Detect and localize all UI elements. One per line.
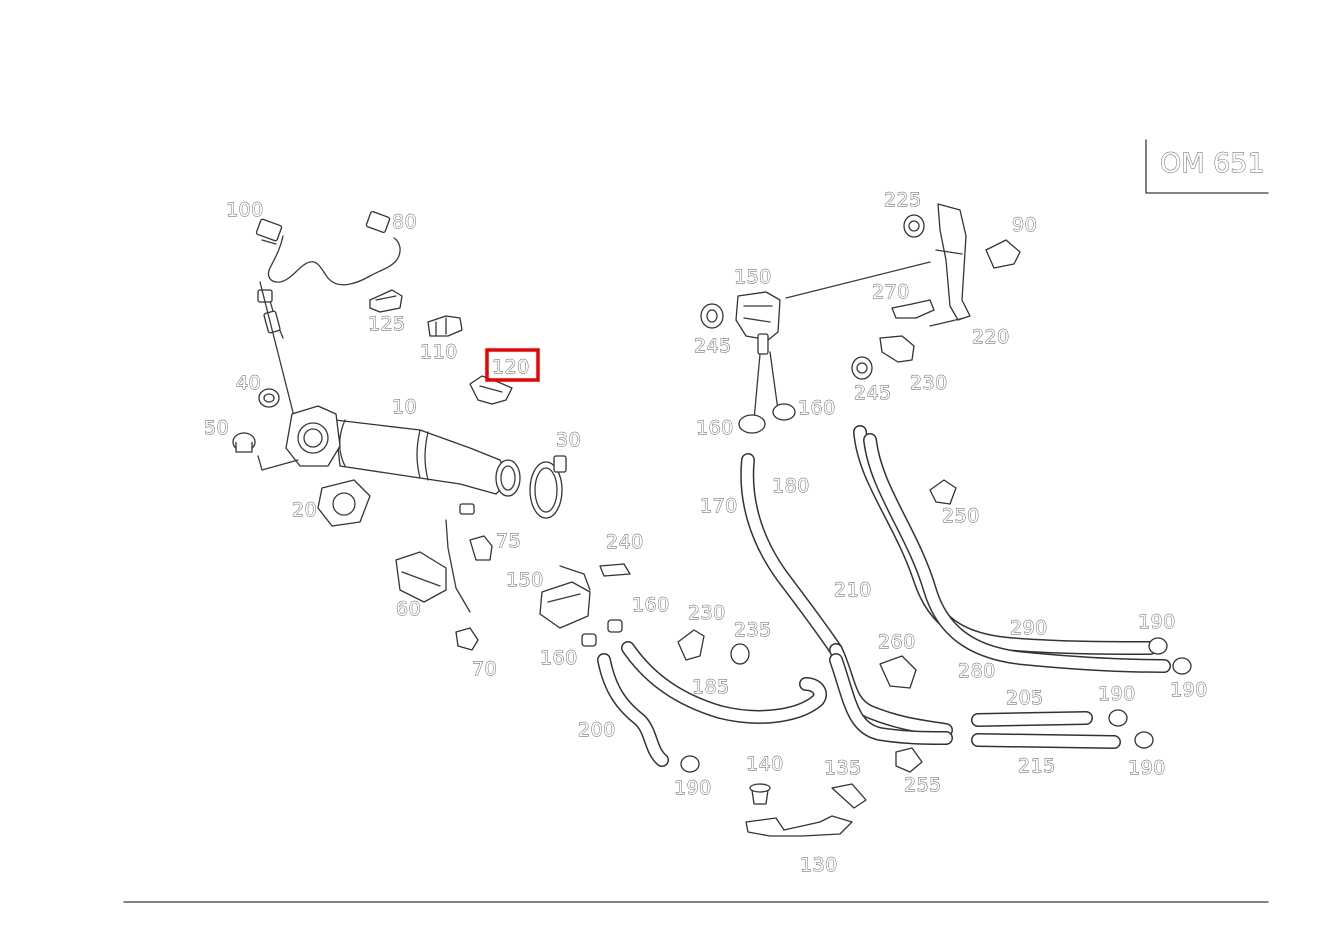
callout-200[interactable]: 200 — [578, 719, 616, 742]
callout-190-b[interactable]: 190 — [1170, 679, 1208, 702]
callout-205[interactable]: 205 — [1006, 687, 1044, 710]
part-90-connector[interactable] — [985, 239, 1021, 269]
callout-270[interactable]: 270 — [872, 281, 910, 304]
callout-260[interactable]: 260 — [878, 631, 916, 654]
callout-70[interactable]: 70 — [472, 658, 498, 681]
part-150-pressure-sensor-top[interactable] — [735, 261, 931, 421]
callout-235[interactable]: 235 — [734, 619, 772, 642]
part-230-holder-lower[interactable] — [677, 629, 705, 661]
part-255-clip[interactable] — [895, 747, 923, 773]
part-10-exhaust-pipe[interactable] — [334, 419, 521, 497]
callout-280[interactable]: 280 — [958, 660, 996, 683]
part-210-hose[interactable] — [829, 643, 953, 745]
part-185-hose[interactable] — [621, 641, 827, 724]
part-260-clip[interactable] — [879, 655, 917, 689]
model-code-box: OM 651 — [1145, 139, 1269, 194]
part-200-hose[interactable] — [597, 653, 669, 767]
callout-245-top[interactable]: 245 — [694, 335, 732, 358]
callout-60[interactable]: 60 — [396, 598, 422, 621]
part-190-clamps[interactable] — [680, 637, 1192, 773]
callout-170[interactable]: 170 — [700, 495, 738, 518]
part-110-clip[interactable] — [427, 315, 463, 337]
callout-160-lower-left[interactable]: 160 — [540, 647, 578, 670]
part-120-bracket[interactable] — [469, 375, 513, 405]
part-205-hose[interactable] — [971, 711, 1093, 727]
callout-240[interactable]: 240 — [606, 531, 644, 554]
part-245-nut-right[interactable] — [851, 356, 873, 380]
part-220-bracket[interactable] — [929, 203, 971, 327]
part-160-clamps-lower[interactable] — [581, 619, 623, 647]
part-140-bolt[interactable] — [749, 783, 771, 805]
callout-210[interactable]: 210 — [834, 579, 872, 602]
callout-190-e[interactable]: 190 — [674, 777, 712, 800]
callout-110[interactable]: 110 — [420, 341, 458, 364]
callout-30[interactable]: 30 — [556, 429, 582, 452]
part-215-hose[interactable] — [971, 733, 1121, 749]
part-240-bolt[interactable] — [599, 563, 631, 577]
highlight-box — [485, 348, 540, 382]
part-100-connector[interactable] — [255, 218, 283, 245]
callout-190-d[interactable]: 190 — [1128, 757, 1166, 780]
part-70-connector[interactable] — [455, 627, 479, 651]
part-20-flange[interactable] — [257, 405, 371, 527]
part-60-control-unit[interactable] — [395, 503, 475, 613]
part-130-bracket[interactable] — [745, 815, 853, 837]
part-150-pressure-sensor-lower[interactable] — [539, 565, 591, 629]
callout-160-lower-right[interactable]: 160 — [632, 594, 670, 617]
callout-90[interactable]: 90 — [1012, 214, 1038, 237]
callout-120[interactable]: 120 — [492, 356, 530, 379]
callout-220[interactable]: 220 — [972, 326, 1010, 349]
callout-190-a[interactable]: 190 — [1138, 611, 1176, 634]
callout-80[interactable]: 80 — [392, 211, 418, 234]
part-245-nut-top[interactable] — [700, 303, 724, 329]
callout-230-top[interactable]: 230 — [910, 372, 948, 395]
part-125-holder[interactable] — [369, 289, 403, 313]
model-code: OM 651 — [1160, 148, 1265, 179]
part-235-nut[interactable] — [730, 643, 750, 665]
part-50-stud[interactable] — [232, 432, 256, 453]
callout-160-right[interactable]: 160 — [798, 397, 836, 420]
callout-130[interactable]: 130 — [800, 854, 838, 877]
callout-245-right[interactable]: 245 — [854, 382, 892, 405]
part-250-clip[interactable] — [929, 479, 957, 505]
part-40-nut[interactable] — [258, 388, 280, 408]
part-160-clamps-top[interactable] — [738, 403, 796, 434]
callout-135[interactable]: 135 — [824, 757, 862, 780]
part-225-nut[interactable] — [903, 214, 925, 238]
part-75-clip[interactable] — [469, 535, 493, 561]
callout-140[interactable]: 140 — [746, 753, 784, 776]
callout-255[interactable]: 255 — [904, 774, 942, 797]
callout-40[interactable]: 40 — [236, 372, 262, 395]
callout-100[interactable]: 100 — [226, 199, 264, 222]
callout-180[interactable]: 180 — [772, 475, 810, 498]
callout-20[interactable]: 20 — [292, 499, 318, 522]
part-30-clamp[interactable] — [529, 455, 567, 519]
callout-10[interactable]: 10 — [392, 396, 418, 419]
callout-190-c[interactable]: 190 — [1098, 683, 1136, 706]
part-270-clip[interactable] — [891, 299, 935, 319]
callout-50[interactable]: 50 — [204, 417, 230, 440]
callout-230-lower[interactable]: 230 — [688, 602, 726, 625]
callout-125[interactable]: 125 — [368, 313, 406, 336]
part-170-180-hoses[interactable] — [740, 453, 843, 657]
callout-225[interactable]: 225 — [884, 189, 922, 212]
callout-160-left[interactable]: 160 — [696, 417, 734, 440]
callout-150-top[interactable]: 150 — [734, 266, 772, 289]
part-290-280-hoses[interactable] — [853, 425, 1171, 673]
callout-250[interactable]: 250 — [942, 505, 980, 528]
part-135-sensor[interactable] — [831, 783, 867, 809]
callout-75[interactable]: 75 — [496, 530, 522, 553]
callout-185[interactable]: 185 — [692, 676, 730, 699]
part-230-bracket-top[interactable] — [879, 335, 915, 363]
callout-150-lower[interactable]: 150 — [506, 569, 544, 592]
callout-labels: 100 80 125 110 120 40 10 50 30 20 75 60 … — [204, 189, 1208, 877]
callout-290[interactable]: 290 — [1010, 617, 1048, 640]
callout-215[interactable]: 215 — [1018, 755, 1056, 778]
